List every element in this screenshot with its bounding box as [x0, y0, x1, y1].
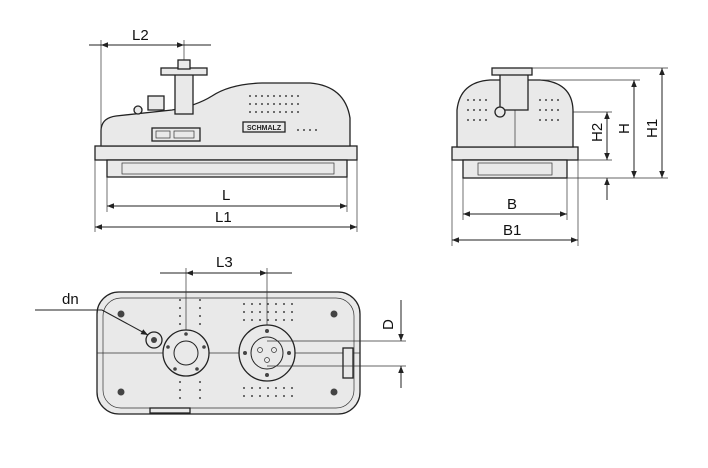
front-view: H2 H H1 B B1	[451, 67, 668, 246]
side-view: SCHMALZ L2 L L1	[89, 27, 358, 232]
top-right-flange	[238, 324, 296, 382]
front-connection-post	[499, 73, 529, 111]
dim-D: D	[380, 319, 397, 330]
side-vent-dots	[249, 95, 317, 131]
side-base-plate	[94, 145, 358, 161]
front-suction-plate	[462, 159, 568, 179]
side-suction-plate	[106, 159, 348, 178]
dim-L2: L2	[132, 27, 149, 44]
top-view: L3 dn D	[35, 254, 406, 415]
dim-L1: L1	[215, 209, 232, 226]
side-display	[151, 127, 201, 142]
dim-L: L	[222, 187, 230, 204]
side-logo-plate	[242, 121, 286, 133]
side-connection-post	[174, 73, 194, 115]
dim-H1: H1	[644, 119, 661, 138]
dim-H2: H2	[589, 123, 606, 142]
dim-B1: B1	[503, 222, 521, 239]
top-left-flange	[162, 329, 210, 377]
side-logo-text: SCHMALZ	[247, 125, 282, 132]
front-base-plate	[451, 146, 579, 161]
side-valve	[147, 95, 165, 111]
dim-dn: dn	[62, 291, 79, 308]
dim-H: H	[616, 123, 633, 134]
dim-L3: L3	[216, 254, 233, 271]
front-vent-dots	[467, 99, 559, 121]
top-vent-dots	[179, 299, 293, 399]
dim-B: B	[507, 196, 517, 213]
